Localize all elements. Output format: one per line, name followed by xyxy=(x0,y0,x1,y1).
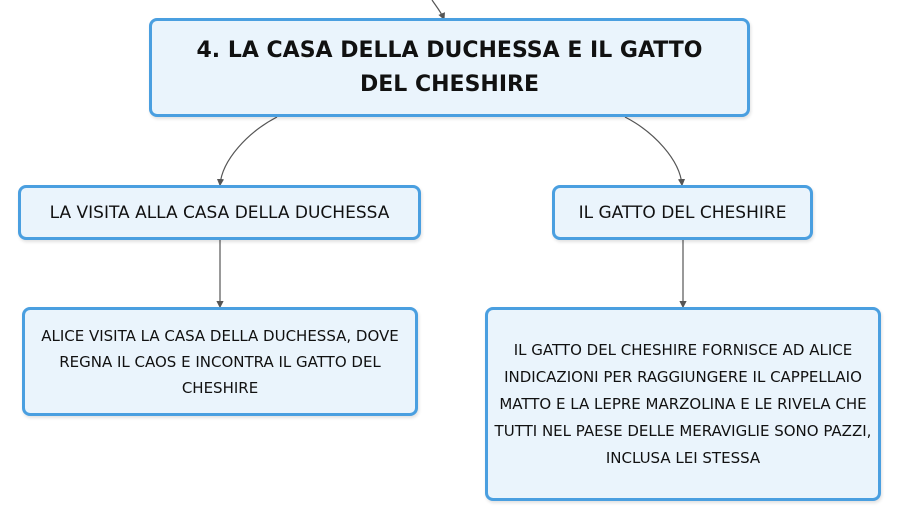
connector-main-to-visit xyxy=(216,116,278,187)
detail-node-gatto[interactable]: IL GATTO DEL CHESHIRE FORNISCE AD ALICE … xyxy=(485,307,881,501)
incoming-connector xyxy=(431,0,445,21)
central-topic-text: 4. LA CASA DELLA DUCHESSA E IL GATTO DEL… xyxy=(196,37,703,97)
central-topic-node[interactable]: 4. LA CASA DELLA DUCHESSA E IL GATTO DEL… xyxy=(149,18,750,117)
subtopic-node-gatto[interactable]: IL GATTO DEL CHESHIRE xyxy=(552,185,813,240)
detail-gatto-text: IL GATTO DEL CHESHIRE FORNISCE AD ALICE … xyxy=(494,340,872,467)
subtopic-visita-text: LA VISITA ALLA CASA DELLA DUCHESSA xyxy=(49,202,390,223)
subtopic-node-visita[interactable]: LA VISITA ALLA CASA DELLA DUCHESSA xyxy=(18,185,421,240)
subtopic-gatto-text: IL GATTO DEL CHESHIRE xyxy=(578,202,787,223)
detail-node-visita[interactable]: ALICE VISITA LA CASA DELLA DUCHESSA, DOV… xyxy=(22,307,418,416)
detail-visita-text: ALICE VISITA LA CASA DELLA DUCHESSA, DOV… xyxy=(41,326,399,397)
connector-main-to-cat xyxy=(624,116,686,187)
